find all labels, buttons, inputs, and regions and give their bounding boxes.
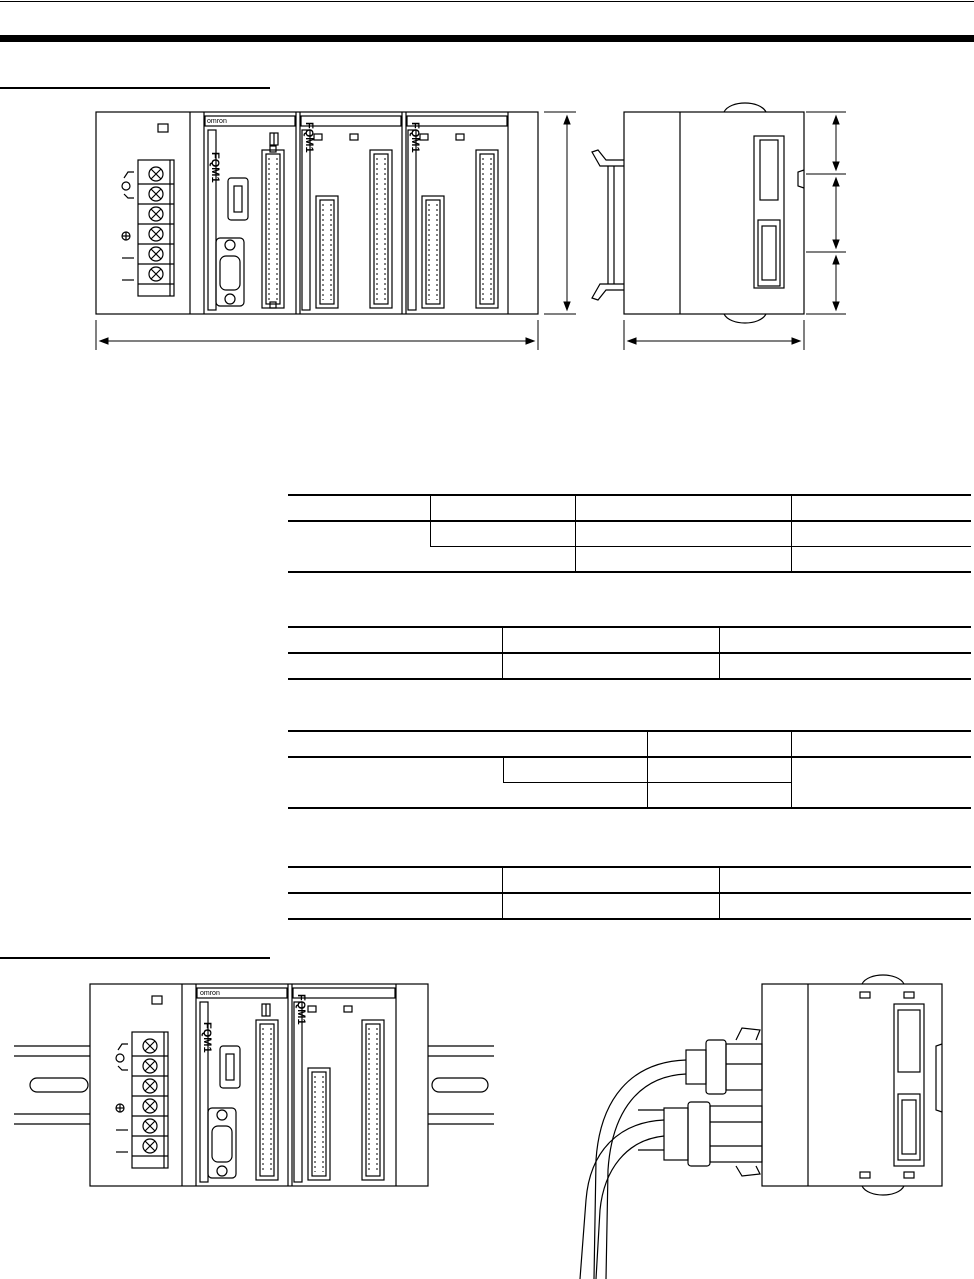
front-view-diagram: FQM1 FQM1 FQM1 omron [95,111,576,350]
spec-table-3 [288,730,971,809]
spec-table-1 [288,494,971,573]
svg-text:FQM1: FQM1 [303,122,315,153]
header-top-rule [0,1,974,2]
side-view-diagram [591,102,846,350]
section-rule-mounting [0,957,270,959]
spec-table-2 [288,626,971,680]
svg-text:omron: omron [200,990,220,997]
section-rule-dimensions [0,87,270,89]
svg-text:omron: omron [207,118,227,125]
svg-text:FQM1: FQM1 [201,1022,213,1053]
svg-text:FQM1: FQM1 [409,122,421,153]
svg-text:FQM1: FQM1 [295,994,307,1025]
spec-table-4 [288,866,971,920]
svg-text:FQM1: FQM1 [209,152,221,183]
header-thick-rule [0,35,974,42]
